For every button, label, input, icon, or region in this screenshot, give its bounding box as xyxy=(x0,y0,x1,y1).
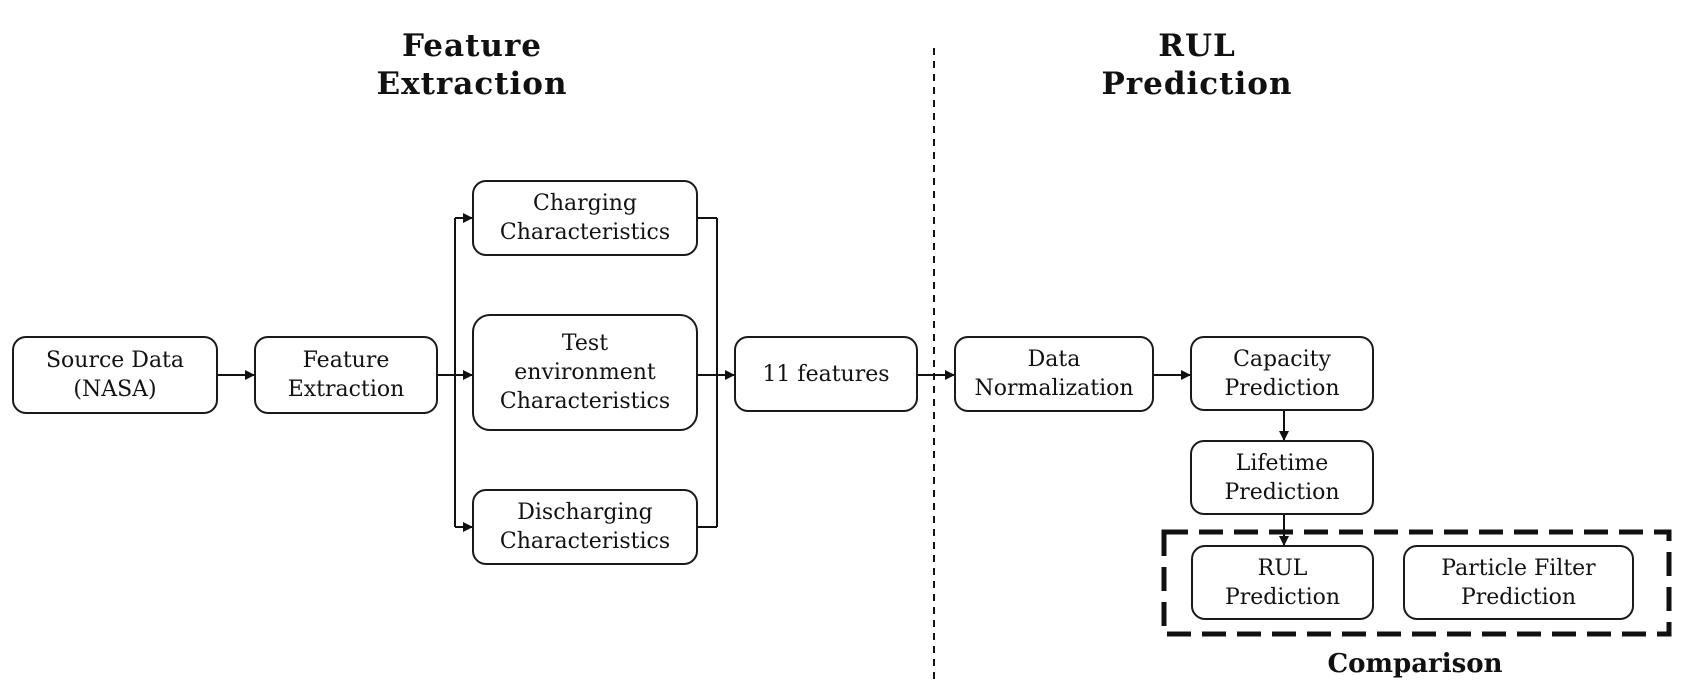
data-normalization-node: Data Normalization xyxy=(954,336,1154,412)
merge-connector xyxy=(698,217,735,528)
features-node: 11 features xyxy=(734,336,918,412)
discharging-characteristics-node: Discharging Characteristics xyxy=(472,489,698,565)
source-data-label: Source Data (NASA) xyxy=(45,348,185,402)
features-label: 11 features xyxy=(762,361,890,387)
discharging-characteristics-label: Discharging Characteristics xyxy=(499,500,671,554)
comparison-frame xyxy=(1161,529,1672,637)
rul-prediction-label: RUL Prediction xyxy=(1224,555,1341,610)
particle-filter-prediction-label: Particle Filter Prediction xyxy=(1441,555,1596,610)
test-environment-label: Test environment Characteristics xyxy=(499,331,671,414)
capacity-prediction-node: Capacity Prediction xyxy=(1190,336,1374,411)
capacity-prediction-label: Capacity Prediction xyxy=(1224,346,1340,401)
branch-connector xyxy=(438,213,473,532)
feature-extraction-heading: Feature Extraction xyxy=(376,28,568,102)
lifetime-prediction-node: Lifetime Prediction xyxy=(1190,440,1374,515)
data-normalization-label: Data Normalization xyxy=(974,347,1134,401)
feature-extraction-node: Feature Extraction xyxy=(254,336,438,414)
particle-filter-prediction-node: Particle Filter Prediction xyxy=(1403,545,1634,620)
rul-prediction-node: RUL Prediction xyxy=(1191,545,1374,620)
source-data-node: Source Data (NASA) xyxy=(12,336,218,414)
rul-prediction-heading: RUL Prediction xyxy=(1101,28,1293,102)
comparison-caption: Comparison xyxy=(1327,649,1503,679)
charging-characteristics-label: Charging Characteristics xyxy=(499,191,671,245)
test-environment-node: Test environment Characteristics xyxy=(472,314,698,431)
charging-characteristics-node: Charging Characteristics xyxy=(472,180,698,256)
lifetime-prediction-label: Lifetime Prediction xyxy=(1224,450,1340,505)
feature-extraction-label: Feature Extraction xyxy=(287,348,405,402)
